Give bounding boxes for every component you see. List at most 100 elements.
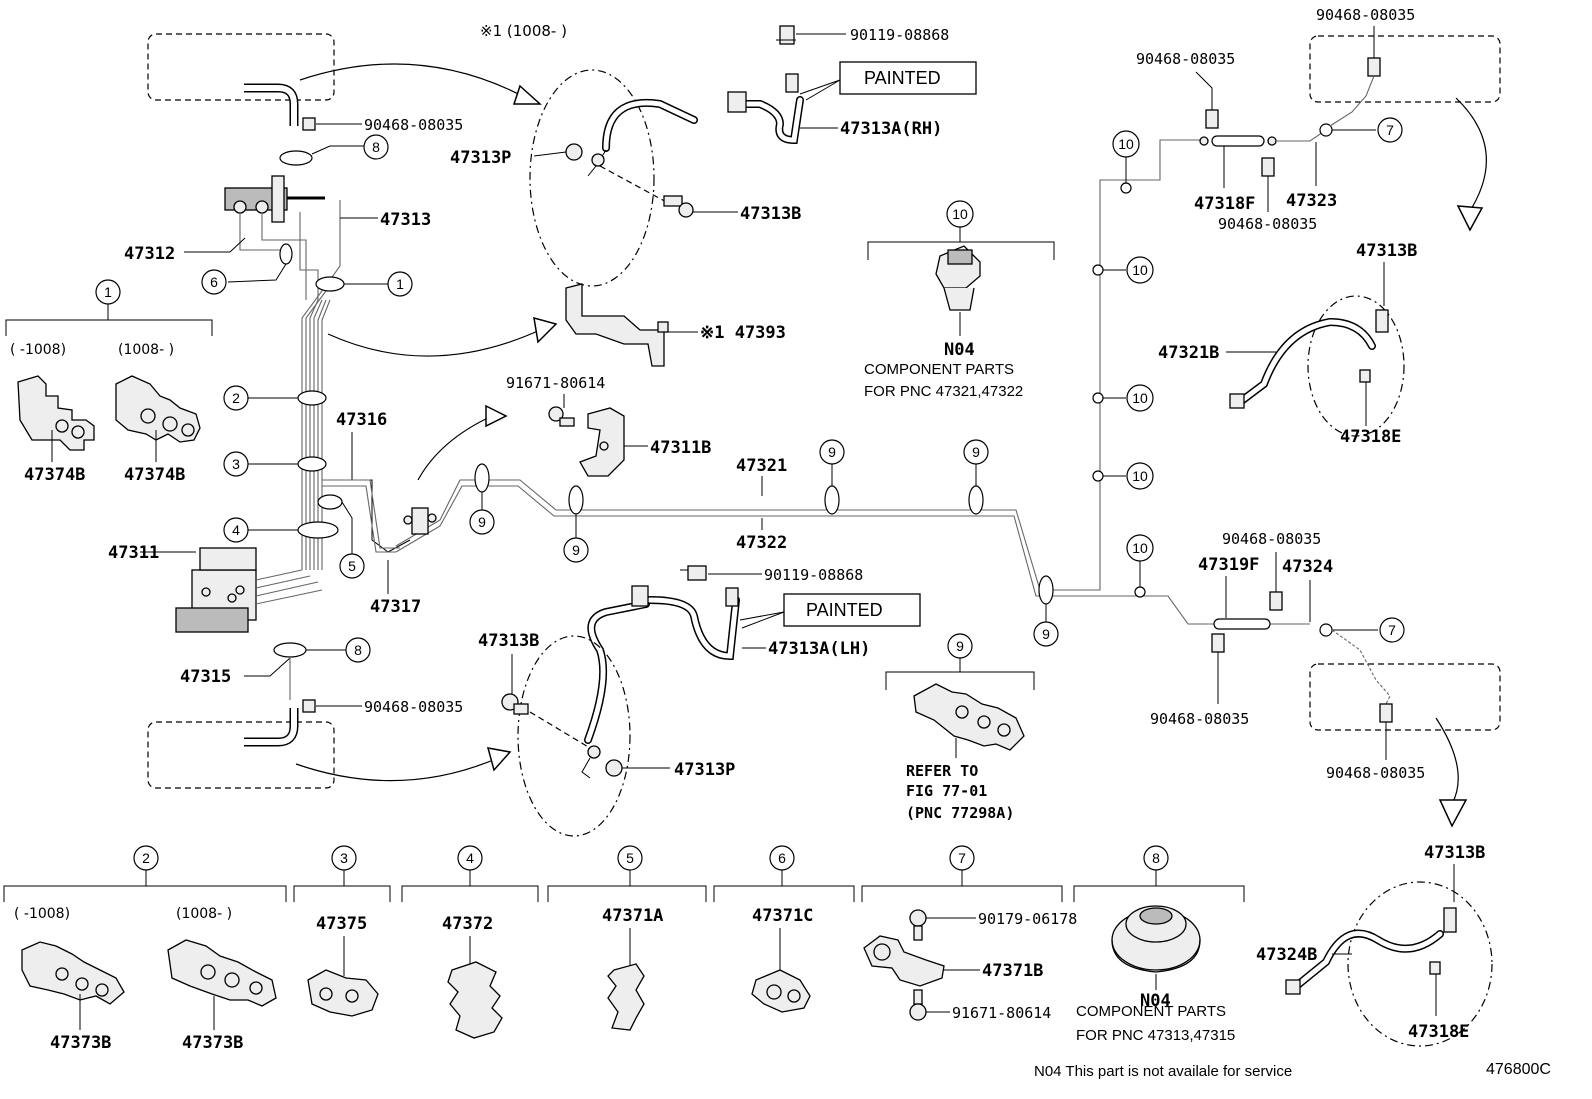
clamp-9-e	[1038, 575, 1054, 605]
bolt-90179	[909, 909, 927, 941]
svg-text:9: 9	[828, 444, 836, 460]
label-47372: 47372	[442, 914, 493, 934]
label-91671-80614-low: 91671-80614	[952, 1004, 1051, 1022]
bracket-47311B	[579, 407, 625, 477]
svg-text:3: 3	[340, 850, 348, 866]
note-1008: ※1 (1008- )	[480, 22, 567, 40]
clamp-2	[297, 390, 327, 406]
svg-text:4: 4	[466, 850, 474, 866]
callout-7-top	[1377, 117, 1403, 143]
svg-text:10: 10	[1118, 136, 1134, 152]
callout-9-a	[469, 509, 495, 535]
label-90468-08035-r2: 90468-08035	[1218, 215, 1317, 233]
callout-1-mid	[387, 271, 413, 297]
label-47313P-top: 47313P	[450, 148, 511, 168]
grommet-n04-b	[1111, 905, 1201, 973]
callout-4-mid	[223, 517, 249, 543]
arrow-top-left	[299, 63, 531, 101]
svg-text:8: 8	[354, 642, 362, 658]
label-refer-1: REFER TO	[906, 762, 978, 780]
clamp-47371A	[607, 963, 645, 1031]
svg-text:7: 7	[1388, 622, 1396, 638]
range-b: (1008- )	[118, 342, 174, 358]
label-47319F: 47319F	[1198, 555, 1259, 575]
clip-n04-a	[935, 245, 981, 311]
svg-text:10: 10	[1132, 468, 1148, 484]
callout-9-c	[819, 439, 845, 465]
callout-9-b	[563, 537, 589, 563]
svg-text:1: 1	[396, 276, 404, 292]
label-47313B-low: 47313B	[478, 631, 539, 651]
bolt-90119-top	[776, 25, 796, 45]
clamp-4	[297, 521, 339, 539]
svg-text:7: 7	[958, 850, 966, 866]
label-47313B-r2: 47313B	[1424, 843, 1485, 863]
b2-range-a: ( -1008)	[14, 906, 70, 922]
label-47375: 47375	[316, 914, 367, 934]
svg-text:3: 3	[232, 456, 240, 472]
svg-text:10: 10	[1132, 540, 1148, 556]
callout-10-a	[1112, 130, 1140, 158]
clip-r5-icon	[1211, 633, 1225, 653]
eye-fitting-lh	[587, 745, 601, 759]
hose-47319F	[1213, 618, 1271, 630]
hose-47313A-lh	[584, 585, 740, 744]
svg-text:6: 6	[210, 274, 218, 290]
label-comp-a-1: COMPONENT PARTS	[864, 361, 1014, 378]
dashed-callout-box-low-right	[1309, 663, 1501, 731]
label-47313A-rh: 47313A(RH)	[840, 119, 942, 139]
bolt-91671-mid	[548, 406, 575, 427]
clamp-9-d	[968, 485, 984, 515]
label-47315: 47315	[180, 667, 231, 687]
bracket-47393	[565, 283, 669, 367]
label-47324B: 47324B	[1256, 945, 1317, 965]
label-90468-08035-r3: 90468-08035	[1316, 6, 1415, 24]
hose-47324B	[1285, 907, 1457, 995]
svg-text:4: 4	[232, 522, 240, 538]
clamp-47371C	[751, 969, 811, 1013]
label-47373B-a: 47373B	[50, 1033, 111, 1053]
label-90119-08868-low: 90119-08868	[764, 566, 863, 584]
label-90468-08035-left-top: 90468-08035	[364, 116, 463, 134]
bolt-47313B-low	[501, 693, 529, 715]
svg-text:10: 10	[1132, 390, 1148, 406]
dashed-ellipse-rear-lh	[1347, 881, 1493, 1047]
clip-r1-icon	[1205, 109, 1219, 129]
svg-text:1: 1	[104, 284, 112, 300]
clamp-9-a	[474, 463, 490, 493]
label-comp-b-2: FOR PNC 47313,47315	[1076, 1027, 1235, 1044]
clip-r2-icon	[1261, 157, 1275, 177]
arrow-low-right	[1435, 717, 1459, 805]
dashed-ellipse-rear-rh	[1307, 295, 1405, 437]
label-refer-2: FIG 77-01	[906, 782, 987, 800]
bolt-91671-low	[909, 989, 927, 1021]
callout-10-e	[1126, 534, 1154, 562]
svg-text:9: 9	[972, 444, 980, 460]
hose-47318F	[1211, 135, 1265, 147]
svg-text:9: 9	[956, 638, 964, 654]
grommet-8-top	[279, 150, 313, 166]
clamp-47371B	[863, 935, 945, 987]
clamp-3	[297, 456, 327, 472]
svg-text:9: 9	[572, 542, 580, 558]
svg-text:7: 7	[1386, 122, 1394, 138]
svg-text:5: 5	[626, 850, 634, 866]
label-47323: 47323	[1286, 191, 1337, 211]
label-47318E-r2: 47318E	[1408, 1022, 1469, 1042]
callout-6-top	[201, 269, 227, 295]
label-47374B-a: 47374B	[24, 465, 85, 485]
clamp-9-b	[568, 485, 584, 515]
footer-note: N04 This part is not availale for servic…	[1034, 1063, 1292, 1080]
arrow-mid-left	[327, 329, 541, 357]
label-47316: 47316	[336, 410, 387, 430]
dashed-ellipse-rh	[529, 69, 655, 287]
label-91671-80614-mid: 91671-80614	[506, 374, 605, 392]
label-47313P-low: 47313P	[674, 760, 735, 780]
label-47371B: 47371B	[982, 961, 1043, 981]
svg-text:2: 2	[142, 850, 150, 866]
label-47393: ※1 47393	[700, 323, 786, 343]
label-47313B-r1: 47313B	[1356, 241, 1417, 261]
range-a: ( -1008)	[10, 342, 66, 358]
callout-8-low	[345, 637, 371, 663]
